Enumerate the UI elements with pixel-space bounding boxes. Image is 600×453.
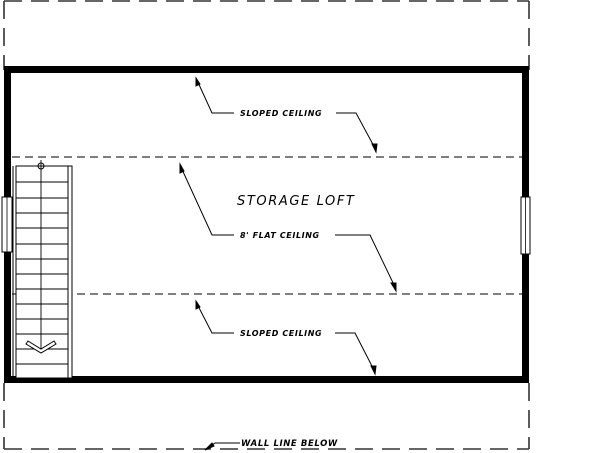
room-name: STORAGE LOFT <box>237 194 355 209</box>
label-sloped-ceiling-top: SLOPED CEILING <box>240 109 322 118</box>
window-right <box>520 196 531 255</box>
stair-down-arrow-icon <box>25 340 57 354</box>
leader-lines <box>179 76 397 451</box>
window-left <box>1 196 13 253</box>
label-sloped-ceiling-bottom: SLOPED CEILING <box>240 329 322 338</box>
label-wall-line-below: WALL LINE BELOW <box>241 439 338 449</box>
label-flat-ceiling: 8' FLAT CEILING <box>240 231 320 240</box>
staircase <box>12 160 73 379</box>
ceiling-break-lines <box>12 156 522 295</box>
wall-line-below-outline <box>3 0 530 450</box>
